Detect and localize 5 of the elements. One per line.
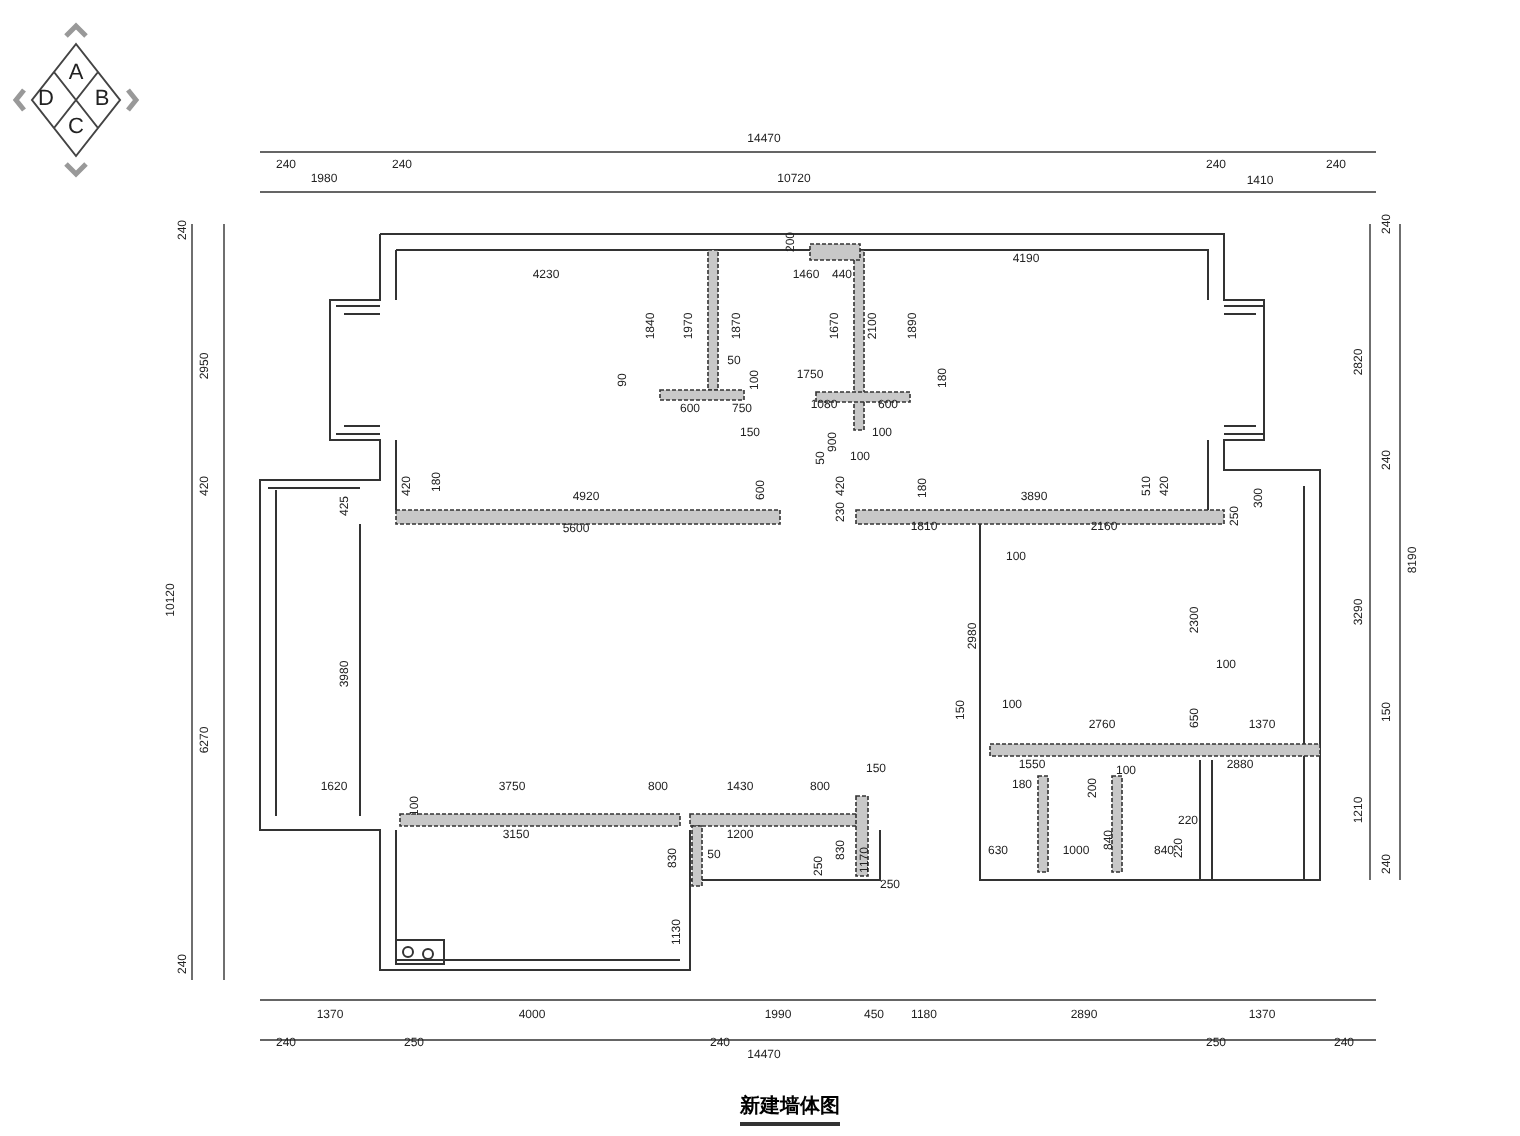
compass-letter: A [68, 63, 84, 85]
compass-letter: C [68, 117, 84, 139]
compass-letter: B [94, 89, 110, 111]
drawing-title: 新建墙体图 [740, 1098, 840, 1126]
compass-letter: D [38, 89, 54, 111]
